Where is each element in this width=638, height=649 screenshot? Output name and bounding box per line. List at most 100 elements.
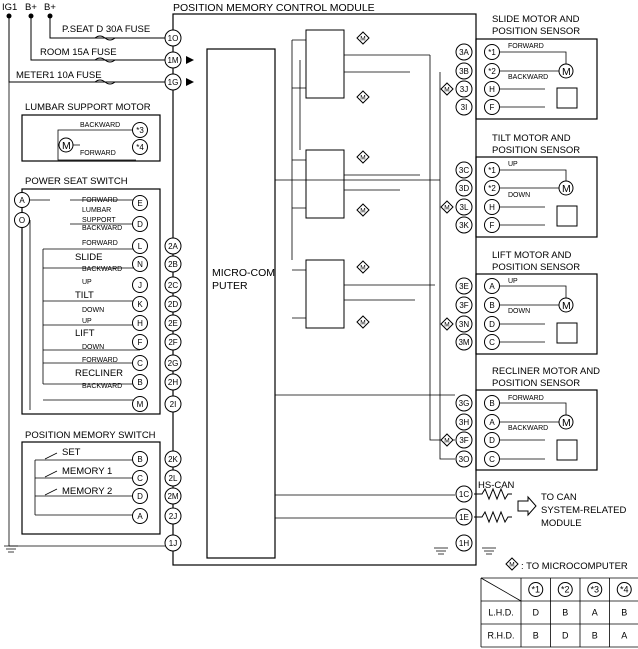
module-pin-right-circle	[455, 179, 473, 197]
lumbar-pin: *3	[136, 126, 144, 135]
module-pin-right-circle	[455, 413, 473, 431]
module-pin-right-circle	[455, 296, 473, 314]
fuse-room-label: ROOM 15A FUSE	[40, 47, 117, 58]
sw-lift: LIFT	[75, 328, 95, 339]
fuse-meter-symbol	[94, 79, 116, 85]
micro-marker-m: M	[360, 36, 365, 43]
module-pin-right-circle	[455, 198, 473, 216]
module-pin-left-circle	[164, 237, 182, 255]
recliner-motor: RECLINER MOTOR AND POSITION SENSOR FORWA…	[475, 366, 600, 471]
slide-motor-title-1: SLIDE MOTOR AND	[492, 14, 580, 25]
lumbar-motor-icon	[58, 137, 74, 153]
module-pin-right-circle	[455, 508, 473, 526]
module-pin-right: 3M	[458, 338, 469, 347]
lift-motor-pin-circle	[484, 316, 500, 332]
power-seat-switch-title: POWER SEAT SWITCH	[25, 176, 128, 187]
variant-cell: A	[592, 608, 598, 618]
lumbar-pin: *4	[136, 143, 144, 152]
module-pin-left-circle	[164, 373, 182, 391]
can-target-1: TO CAN	[541, 492, 577, 503]
seat-switch-pin-right-circle	[132, 296, 148, 312]
seat-switch-pin-right-circle	[132, 334, 148, 350]
slide-motor-forward: FORWARD	[508, 43, 544, 50]
recliner-motor-pin-circle	[484, 451, 500, 467]
module-pin-left: 2B	[168, 260, 178, 269]
seat-switch-pin-right: D	[137, 220, 143, 229]
micro-marker-m: M	[360, 95, 365, 102]
memory-switch-contacts	[44, 452, 58, 496]
seat-switch-pin-right-circle	[132, 396, 148, 412]
seat-switch-pin-right-circle	[132, 277, 148, 293]
seat-switch-pin-right: F	[138, 338, 143, 347]
memory-switch-title: POSITION MEMORY SWITCH	[25, 430, 156, 441]
seat-switch-pin-right: N	[137, 260, 143, 269]
can-low-line	[474, 510, 512, 524]
diode-1g	[186, 78, 194, 86]
module-pin-right-circle	[455, 43, 473, 61]
fuse-room-symbol	[94, 57, 116, 63]
seat-switch-pin-right-circle	[132, 195, 148, 211]
b-plus-label-1: B+	[25, 2, 37, 13]
slide-motor-m: M	[562, 66, 571, 78]
sw-lift-down: DOWN	[82, 344, 104, 351]
sw-support: SUPPORT	[82, 217, 116, 224]
recliner-motor-backward: BACKWARD	[508, 425, 548, 432]
sw-slide: SLIDE	[75, 252, 102, 263]
lift-motor-m: M	[562, 300, 571, 312]
sw-lift-up: UP	[82, 318, 92, 325]
module-pin-left-circle	[164, 29, 182, 47]
fuse-meter-label: METER1 10A FUSE	[16, 70, 102, 81]
module-pin-left: 2M	[167, 492, 178, 501]
ground-right-icon	[482, 547, 496, 555]
recliner-motor-pin: B	[489, 399, 494, 408]
tilt-motor-pin: F	[490, 221, 495, 230]
module-pin-right-circle	[455, 485, 473, 503]
module-pin-left: 2H	[168, 378, 178, 387]
recliner-motor-pin-circle	[484, 414, 500, 430]
memory-switch-pin-circle	[132, 488, 148, 504]
sw-slide-backward: BACKWARD	[82, 266, 122, 273]
seat-switch-pin-right: C	[137, 359, 143, 368]
memory-switch-pin-circle	[132, 451, 148, 467]
sw-tilt-up: UP	[82, 279, 92, 286]
module-pin-left: 2C	[168, 281, 178, 290]
seat-switch-pin-left: A	[19, 196, 25, 205]
seat-switch-pin-right-circle	[132, 238, 148, 254]
recliner-motor-pin-circle	[484, 432, 500, 448]
variant-cell: B	[621, 608, 627, 618]
module-pin-left-circle	[164, 450, 182, 468]
ig1-label: IG1	[2, 2, 17, 13]
module-pin-left-circle	[164, 333, 182, 351]
tilt-motor-down: DOWN	[508, 192, 530, 199]
module-pin-right-circle	[455, 98, 473, 116]
lift-motor-pin-circle	[484, 334, 500, 350]
variant-header: *1	[531, 585, 540, 595]
tilt-motor-pin: H	[489, 203, 495, 212]
module-pin-right-circle	[455, 161, 473, 179]
ground-left-icon	[4, 545, 18, 553]
seat-switch-pin-left-circle	[14, 212, 30, 228]
slide-motor-pin-circle	[484, 99, 500, 115]
module-pin-right: 3F	[459, 436, 468, 445]
module-pin-left-circle	[164, 276, 182, 294]
module-pin-right-circle	[455, 315, 473, 333]
pin-layer: 1O1M1G2A2B2C2D2E2F2G2H2I2K2L2M2J1J3A3B3J…	[14, 29, 500, 552]
seat-switch-pin-right: J	[138, 281, 142, 290]
micro-marker-m: M	[444, 322, 449, 329]
recliner-motor-title-2: POSITION SENSOR	[492, 378, 580, 389]
microcomputer-box	[206, 48, 276, 559]
module-pin-right: 3D	[459, 184, 469, 193]
memory-set-label: SET	[62, 447, 81, 458]
can-target-2: SYSTEM-RELATED	[541, 505, 626, 516]
diode-1m	[186, 56, 194, 64]
sw-lumbar: LUMBAR	[82, 207, 111, 214]
seat-switch-pin-right-circle	[132, 355, 148, 371]
lift-motor-pin-circle	[484, 297, 500, 313]
slide-motor-backward: BACKWARD	[508, 74, 548, 81]
lumbar-motor-title: LUMBAR SUPPORT MOTOR	[25, 102, 151, 113]
recliner-motor-sensor	[556, 439, 578, 461]
variant-header-circle	[557, 582, 573, 597]
tilt-motor-pin-circle	[484, 162, 500, 178]
fuse-pseat-symbol	[94, 35, 116, 41]
